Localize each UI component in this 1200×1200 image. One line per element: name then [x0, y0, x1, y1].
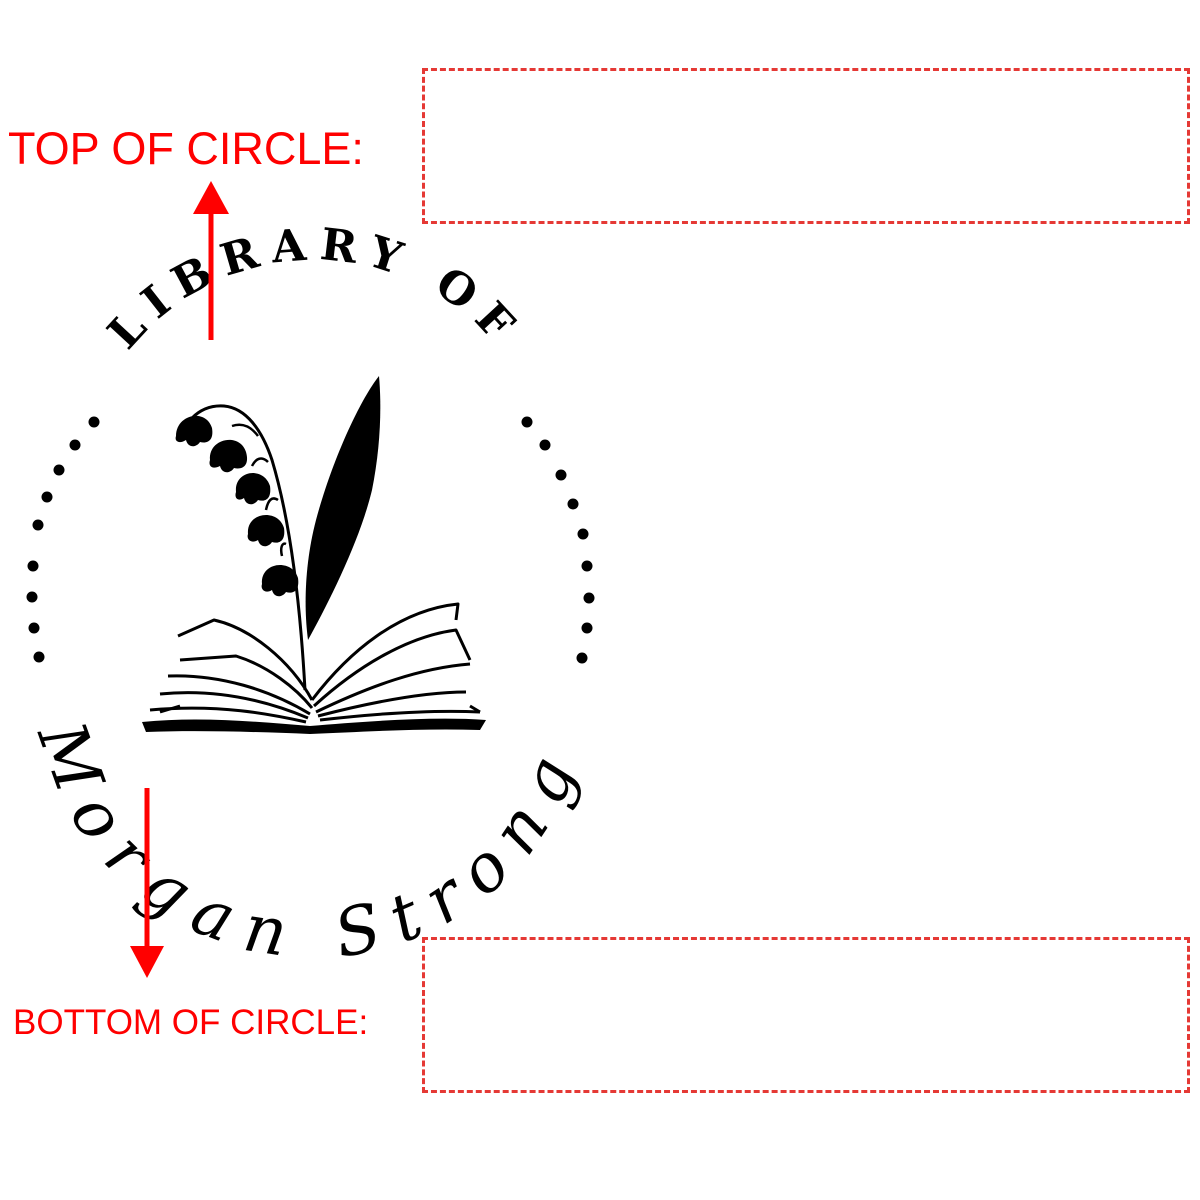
- dotted-ring: [26, 416, 595, 664]
- lily-of-the-valley-book-icon: [142, 376, 486, 734]
- bottom-of-circle-text-field[interactable]: [422, 937, 1190, 1093]
- arrow-down-icon: [130, 788, 164, 978]
- arrow-up-icon: [193, 181, 229, 340]
- top-of-circle-label: TOP OF CIRCLE:: [8, 123, 364, 174]
- top-of-circle-text-field[interactable]: [422, 68, 1190, 224]
- bottom-of-circle-label: BOTTOM OF CIRCLE:: [13, 1003, 369, 1042]
